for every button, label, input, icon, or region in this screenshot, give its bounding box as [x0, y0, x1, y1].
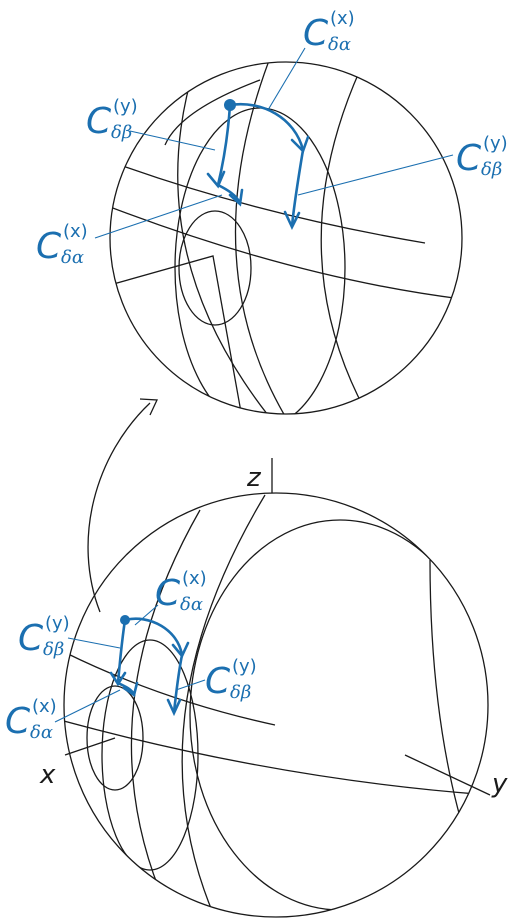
top-small-circle: [178, 210, 252, 326]
top-label-cx-left: C (x) δα: [36, 221, 88, 268]
top-label-cy-left: C (y) δβ: [86, 96, 138, 143]
svg-text:C: C: [155, 573, 181, 614]
bottom-path-dx-1: [123, 617, 184, 657]
bottom-latitude-2: [64, 719, 488, 796]
bottom-sphere: [54, 458, 491, 918]
bottom-label-cx-left: C (x) δα: [5, 696, 57, 743]
svg-text:(y): (y): [45, 613, 70, 634]
bottom-label-cy-left: C (y) δβ: [18, 613, 70, 660]
svg-text:δβ: δβ: [481, 159, 502, 180]
y-axis: [404, 754, 491, 796]
bottom-arrowhead-1: [109, 671, 127, 687]
svg-text:C: C: [205, 661, 231, 702]
z-axis-label: z: [246, 463, 262, 493]
svg-text:(x): (x): [32, 696, 57, 717]
svg-text:C: C: [18, 618, 44, 659]
svg-text:(y): (y): [483, 133, 508, 154]
svg-text:C: C: [303, 13, 329, 54]
bottom-sphere-outline: [63, 492, 489, 918]
bottom-meridian-3: [429, 559, 471, 851]
top-sphere: [94, 47, 463, 415]
bottom-arrowhead-4: [166, 698, 182, 717]
svg-text:δα: δα: [328, 34, 351, 55]
bottom-medium-circle: [101, 639, 199, 871]
bottom-arrowhead-3: [171, 641, 190, 659]
svg-text:C: C: [86, 101, 112, 142]
y-axis-label: y: [491, 769, 508, 799]
top-pointer-cy-left: [129, 130, 216, 151]
svg-text:δα: δα: [30, 722, 53, 743]
svg-text:δβ: δβ: [230, 682, 251, 703]
connector-arrowhead: [139, 398, 158, 416]
svg-text:C: C: [5, 701, 31, 742]
top-latitude-2: [110, 204, 462, 301]
bottom-sphere-grid: [64, 494, 488, 917]
svg-text:(y): (y): [232, 656, 257, 677]
top-sphere-outline: [109, 61, 463, 415]
bottom-path-dy-2: [172, 653, 184, 714]
top-meridian-3: [320, 69, 366, 411]
top-arrowhead-3: [290, 135, 310, 154]
svg-text:δβ: δβ: [111, 122, 132, 143]
x-axis: [64, 737, 116, 756]
bottom-pointer-cx-left: [54, 689, 121, 723]
svg-text:δα: δα: [180, 594, 203, 615]
top-axis-lines: [110, 255, 247, 414]
top-pointer-cx-left: [94, 194, 223, 239]
bottom-arrowhead-2: [122, 681, 139, 698]
svg-text:(x): (x): [330, 8, 355, 29]
x-axis-label: x: [39, 760, 56, 790]
top-path-dx-1: [228, 102, 305, 152]
svg-text:δα: δα: [61, 247, 84, 268]
top-path-dy-1: [216, 103, 232, 187]
top-label-cy-right: C (y) δβ: [456, 133, 508, 180]
svg-text:(x): (x): [182, 568, 207, 589]
top-sphere-grid: [110, 62, 462, 414]
top-path-dx-2: [216, 183, 242, 205]
svg-text:δβ: δβ: [43, 639, 64, 660]
bottom-pointer-cx-top: [134, 604, 159, 626]
bottom-path-dy-1: [116, 618, 127, 685]
top-arrowhead-2: [228, 188, 244, 207]
bottom-label-cy-right: C (y) δβ: [205, 656, 257, 703]
top-arrowhead-4: [283, 210, 301, 230]
svg-text:C: C: [36, 226, 62, 267]
top-pointer-cy-right: [297, 154, 454, 196]
top-pointer-cx-top: [267, 47, 306, 111]
top-arrowhead-1: [206, 170, 226, 189]
bottom-label-cx-top: C (x) δα: [155, 568, 207, 615]
bottom-pointer-cy-left: [67, 637, 121, 649]
svg-text:C: C: [456, 138, 482, 179]
top-meridian-4: [164, 79, 261, 146]
bottom-small-circle: [86, 685, 144, 791]
bottom-meridian-1: [130, 509, 201, 916]
top-medium-circle: [174, 107, 346, 414]
top-latitude-1: [119, 164, 426, 244]
zoom-connector: [87, 402, 151, 613]
bottom-latitude-1: [64, 649, 276, 726]
svg-text:(x): (x): [63, 221, 88, 242]
bottom-meridian-2: [181, 494, 266, 917]
bottom-pointer-cy-right: [175, 679, 206, 691]
top-path-dy-2: [290, 148, 305, 228]
svg-text:(y): (y): [113, 96, 138, 117]
top-meridian-1: [177, 62, 281, 414]
top-label-cx-top: C (x) δα: [303, 8, 355, 55]
